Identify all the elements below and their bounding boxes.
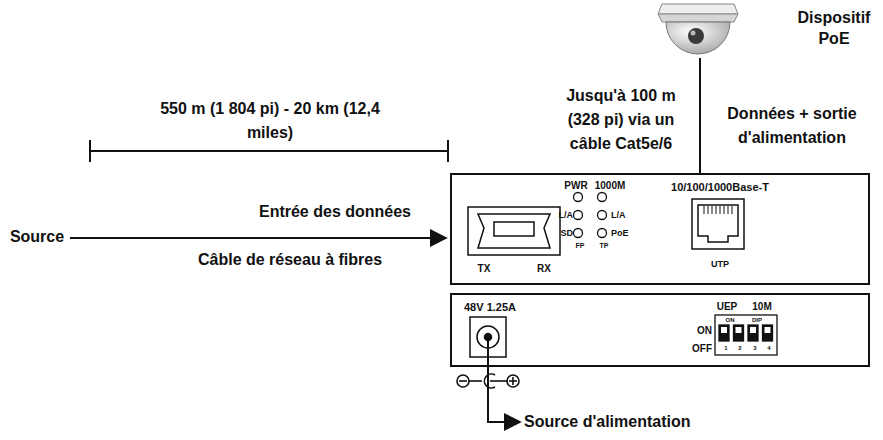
dip-key-toggle (765, 327, 771, 333)
panel-marking: L/A (611, 211, 626, 221)
panel-marking: PWR (564, 180, 587, 191)
dip-key-toggle (736, 327, 742, 333)
lens-glint (691, 31, 696, 36)
panel-marking: FP (576, 242, 585, 250)
panel-marking: UTP (711, 260, 729, 270)
dip-key (719, 325, 729, 341)
camera-mount (658, 4, 738, 14)
fiber-arrow (70, 237, 446, 239)
panel-marking: 10M (752, 301, 771, 312)
panel-marking: 48V 1.25A (464, 301, 516, 313)
panel-marking: L/A (559, 211, 574, 221)
annotation: Jusqu'à 100 m (328 pi) via un câble Cat5… (553, 84, 689, 156)
camera-ring (658, 14, 738, 22)
power-arrow (488, 340, 520, 422)
device-name: Dispositif PoE (790, 8, 878, 50)
panel-marking: RX (537, 263, 551, 274)
panel-marking: 4 (767, 345, 770, 352)
panel-marking: ON (697, 325, 712, 336)
panel-marking: 10/100/1000Base-T (671, 181, 769, 193)
cable-line (699, 58, 701, 173)
annotation: Câble de réseau à fibres (140, 248, 440, 272)
panel-marking: OFF (692, 343, 712, 354)
panel-marking: 2 (738, 345, 741, 352)
panel-marking: 3 (753, 345, 756, 352)
panel-marking: UEP (717, 301, 738, 312)
camera-dome (666, 22, 730, 54)
camera-lens (688, 28, 704, 44)
poe-device: Dispositif PoE (640, 0, 880, 58)
dimension-line (90, 140, 448, 162)
dip-key (734, 325, 744, 341)
dip-switch (715, 315, 777, 355)
back-panel: 48V 1.25A UEP 10M ON OFF ON DIP 1 2 3 4 (450, 293, 870, 367)
front-panel: TX RX PWR 1000M L/A L/A SD PoE FP TP 10/100/1000Ba… (450, 173, 870, 285)
panel-marking: ON (726, 317, 735, 324)
dip-key-toggle (750, 327, 756, 333)
panel-marking: PoE (611, 229, 629, 239)
fiber-port (468, 207, 560, 255)
annotation: Entrée des données (225, 200, 445, 224)
panel-marking: DIP (752, 317, 762, 324)
panel-marking: 1000M (595, 180, 626, 191)
annotation: Source d'alimentation (524, 410, 744, 434)
annotation: Source (6, 225, 68, 249)
dip-key (763, 325, 773, 341)
dome-camera (638, 0, 878, 58)
dip-key (748, 325, 758, 341)
led-indicators (574, 193, 607, 238)
dip-key-toggle (721, 327, 727, 333)
panel-marking: 1 (724, 345, 727, 352)
rj45-port (692, 199, 744, 249)
panel-marking: TX (478, 263, 491, 274)
panel-marking: SD (560, 229, 573, 239)
panel-marking: TP (600, 242, 609, 250)
annotation: 550 m (1 804 pi) - 20 km (12,4 miles) (155, 97, 385, 145)
annotation: Données + sortie d'alimentation (706, 102, 878, 150)
